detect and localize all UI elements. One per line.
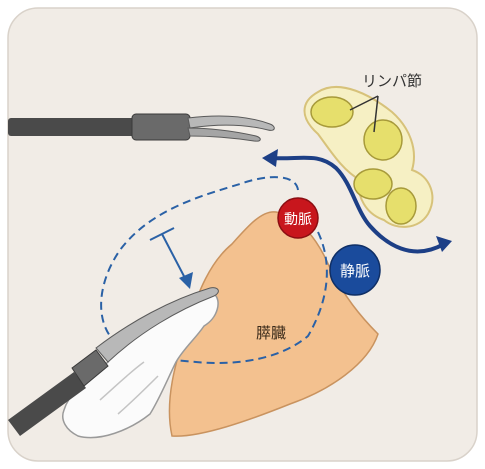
forceps-collar xyxy=(132,114,190,140)
pancreas-label: 膵臓 xyxy=(256,324,286,342)
lymph-node xyxy=(354,169,392,199)
artery: 動脈 xyxy=(278,198,318,238)
vein: 静脈 xyxy=(330,245,380,295)
lymph-node-label: リンパ節 xyxy=(362,72,422,90)
forceps-shaft xyxy=(8,118,136,136)
lymph-node xyxy=(311,97,353,127)
lymph-node xyxy=(386,188,416,224)
artery-label: 動脈 xyxy=(284,212,312,228)
vein-label: 静脈 xyxy=(340,262,370,280)
lymph-node xyxy=(364,120,402,160)
